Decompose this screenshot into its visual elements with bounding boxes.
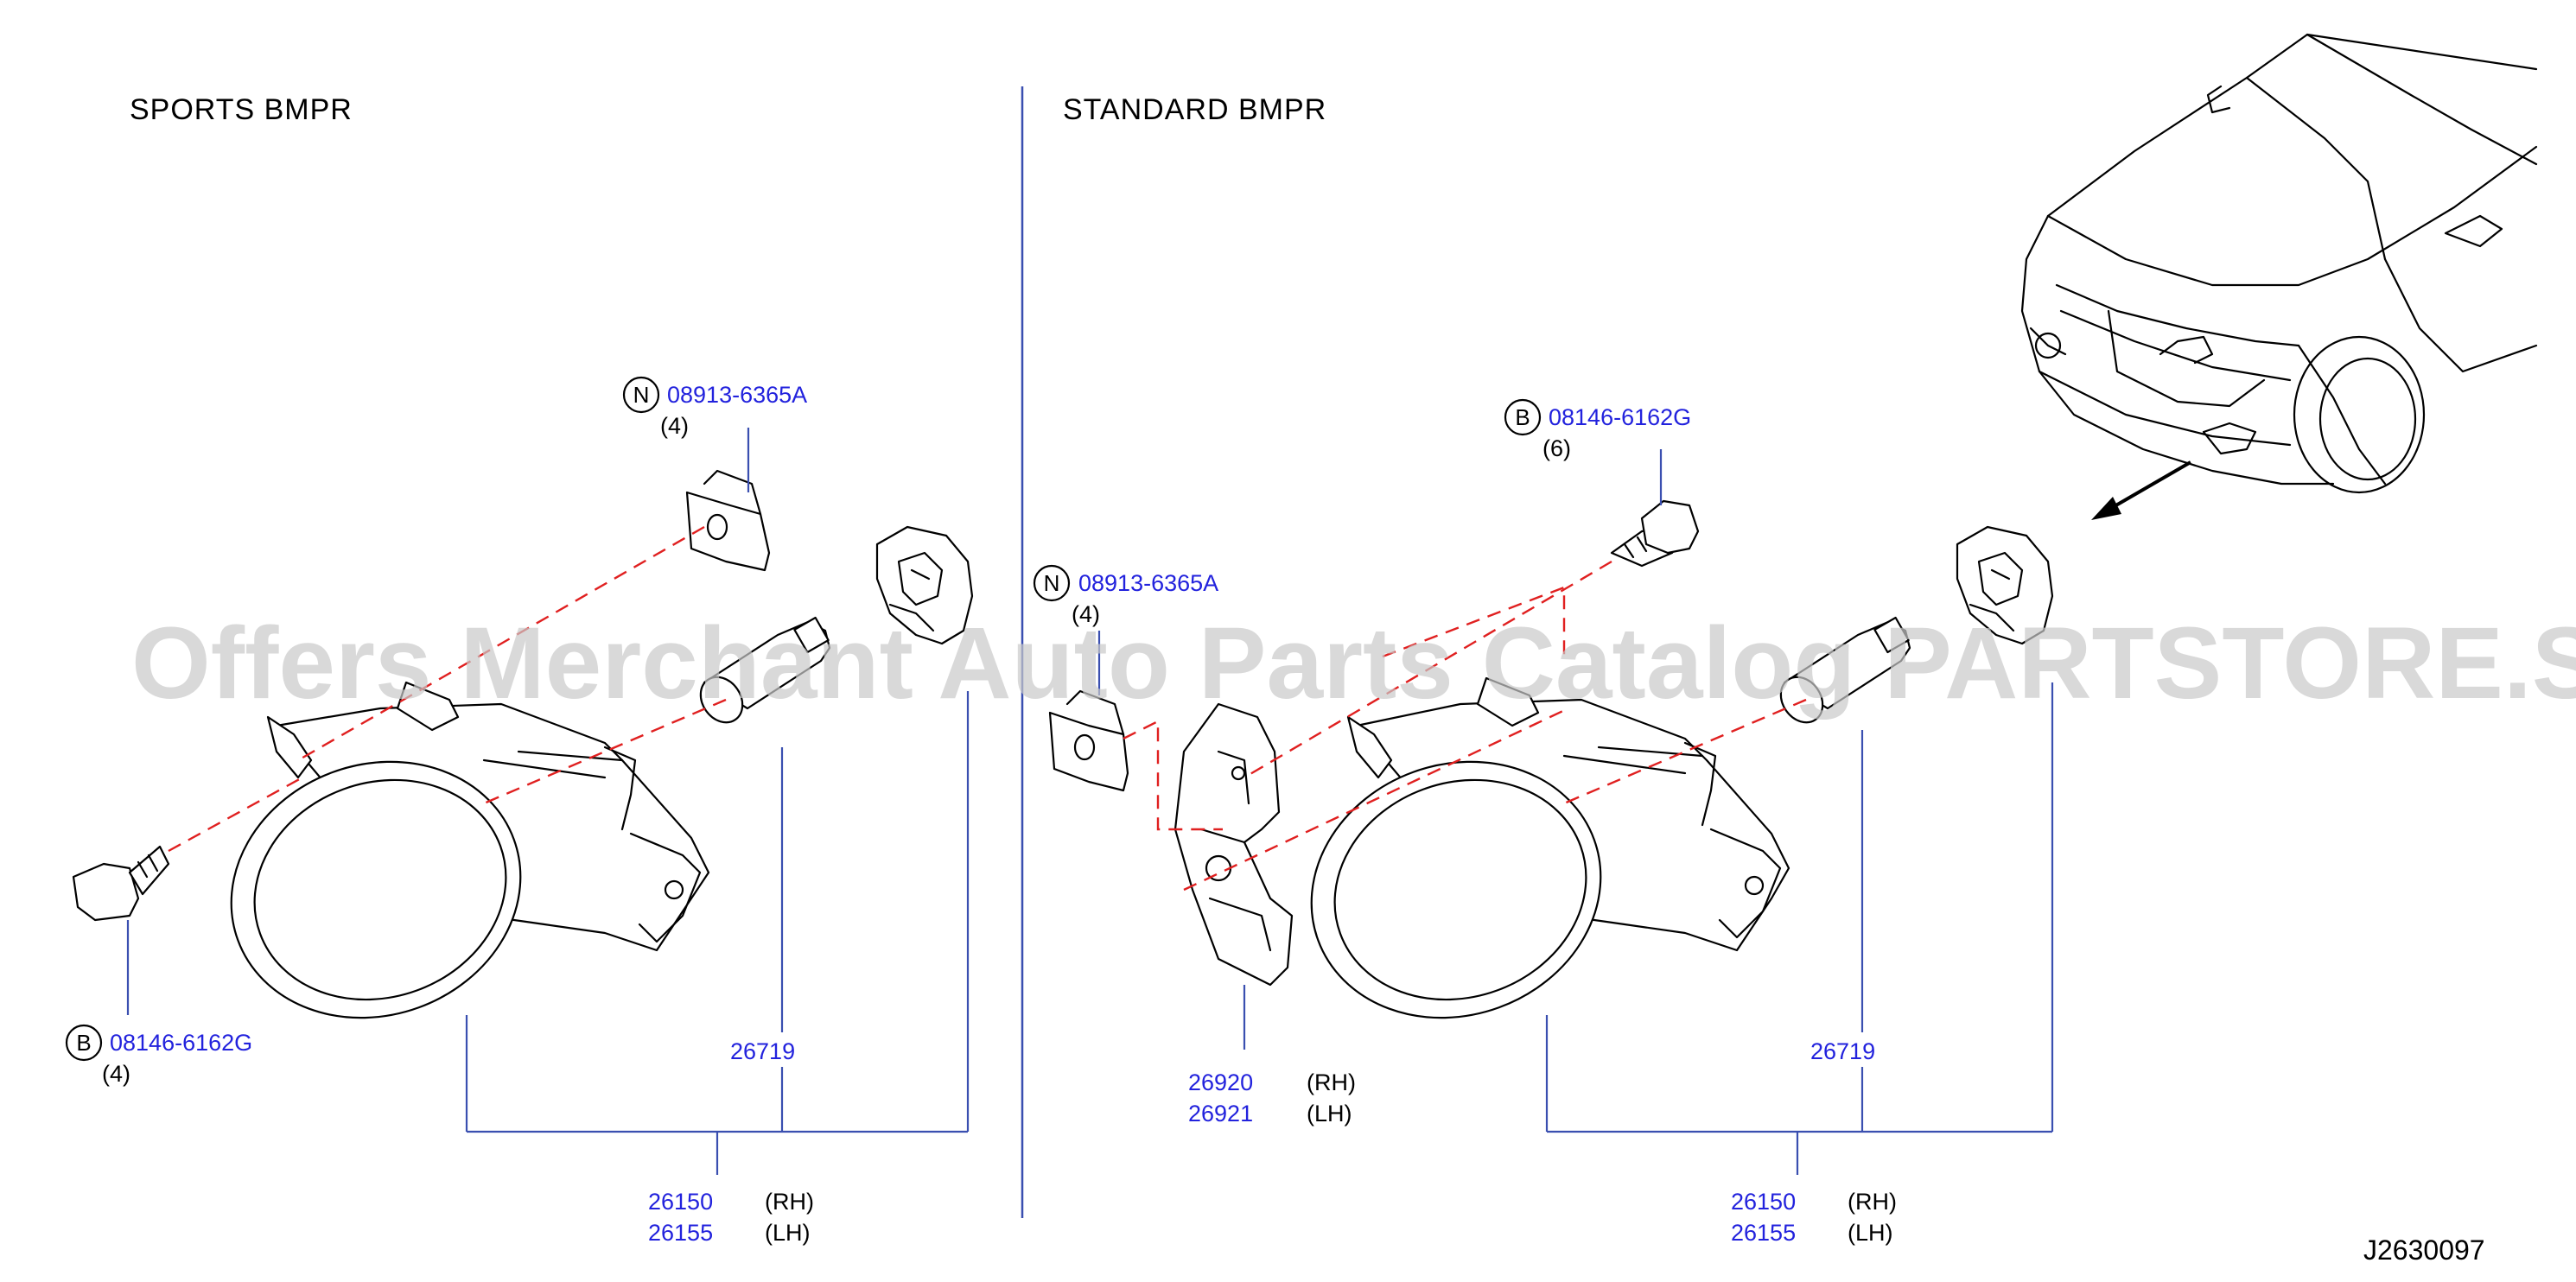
sports-socket bbox=[875, 525, 974, 645]
sports-lamp-side-lh: (LH) bbox=[765, 1220, 811, 1246]
standard-bolt-callout: B 08146-6162G (6) bbox=[1504, 398, 1691, 505]
diagram-reference-code: J2630097 bbox=[2363, 1234, 2485, 1266]
standard-nut-callout: N 08913-6365A (4) bbox=[1033, 564, 1218, 695]
sports-lamp-leader: 26719 26150 (RH) 26155 (LH) bbox=[465, 691, 970, 1246]
standard-dash-bracket bbox=[1183, 707, 1569, 892]
standard-bolt-qty: (6) bbox=[1542, 435, 1571, 461]
standard-fog-lamp bbox=[1310, 676, 1790, 1019]
standard-clip-nut bbox=[1048, 689, 1129, 792]
sports-nut-qty: (4) bbox=[660, 413, 689, 439]
standard-bulb-part-number: 26719 bbox=[1810, 1038, 1875, 1064]
standard-bracket-part-rh: 26920 bbox=[1188, 1069, 1253, 1095]
vehicle-locator-illustration bbox=[2020, 33, 2538, 494]
sports-clip-nut bbox=[685, 469, 771, 572]
sports-bulb bbox=[699, 616, 831, 724]
standard-lamp-part-rh: 26150 bbox=[1731, 1189, 1796, 1215]
callout-letter-b: B bbox=[1515, 404, 1530, 430]
sports-bulb-part-number: 26719 bbox=[730, 1038, 795, 1064]
standard-bulb bbox=[1779, 616, 1911, 724]
standard-lamp-part-lh: 26155 bbox=[1731, 1220, 1796, 1246]
sports-bolt-callout: B 08146-6162G (4) bbox=[65, 920, 252, 1087]
callout-letter-n: N bbox=[1044, 570, 1060, 596]
callout-letter-n: N bbox=[633, 382, 650, 408]
standard-nut-qty: (4) bbox=[1072, 601, 1100, 627]
sports-nut-callout: N 08913-6365A (4) bbox=[622, 376, 807, 492]
standard-bracket-callout: 26920 (RH) 26921 (LH) bbox=[1188, 985, 1356, 1127]
standard-bracket bbox=[1174, 702, 1294, 987]
locator-arrow bbox=[2091, 460, 2192, 520]
sports-bumper-heading: SPORTS BMPR bbox=[130, 93, 353, 126]
standard-bracket-side-rh: (RH) bbox=[1307, 1069, 1356, 1095]
sports-lamp-part-lh: 26155 bbox=[648, 1220, 713, 1246]
sports-fog-lamp bbox=[230, 681, 710, 1019]
standard-nut-part-number: 08913-6365A bbox=[1078, 570, 1218, 596]
standard-bumper-heading: STANDARD BMPR bbox=[1063, 93, 1326, 126]
standard-bolt bbox=[1610, 499, 1700, 568]
sports-dash-bolt bbox=[168, 776, 303, 853]
standard-bracket-part-lh: 26921 bbox=[1188, 1101, 1253, 1127]
standard-socket bbox=[1956, 525, 2054, 645]
watermark-text: Offers Merchant Auto Parts Catalog PARTS… bbox=[131, 606, 2576, 720]
sports-bolt-part-number: 08146-6162G bbox=[110, 1030, 252, 1056]
standard-bolt-part-number: 08146-6162G bbox=[1549, 404, 1691, 430]
sports-lamp-part-rh: 26150 bbox=[648, 1189, 713, 1215]
standard-bracket-side-lh: (LH) bbox=[1307, 1101, 1352, 1127]
sports-lamp-side-rh: (RH) bbox=[765, 1189, 814, 1215]
sports-bolt bbox=[72, 845, 170, 922]
sports-dash-nut bbox=[297, 525, 705, 762]
standard-dash-bolt bbox=[1243, 560, 1612, 779]
callout-letter-b: B bbox=[76, 1030, 91, 1056]
standard-lamp-side-lh: (LH) bbox=[1848, 1220, 1893, 1246]
sports-nut-part-number: 08913-6365A bbox=[667, 382, 807, 408]
standard-lamp-leader: 26719 26150 (RH) 26155 (LH) bbox=[1545, 682, 2054, 1246]
standard-lamp-side-rh: (RH) bbox=[1848, 1189, 1897, 1215]
sports-bolt-qty: (4) bbox=[102, 1061, 130, 1087]
standard-dash-nut bbox=[1123, 720, 1223, 831]
